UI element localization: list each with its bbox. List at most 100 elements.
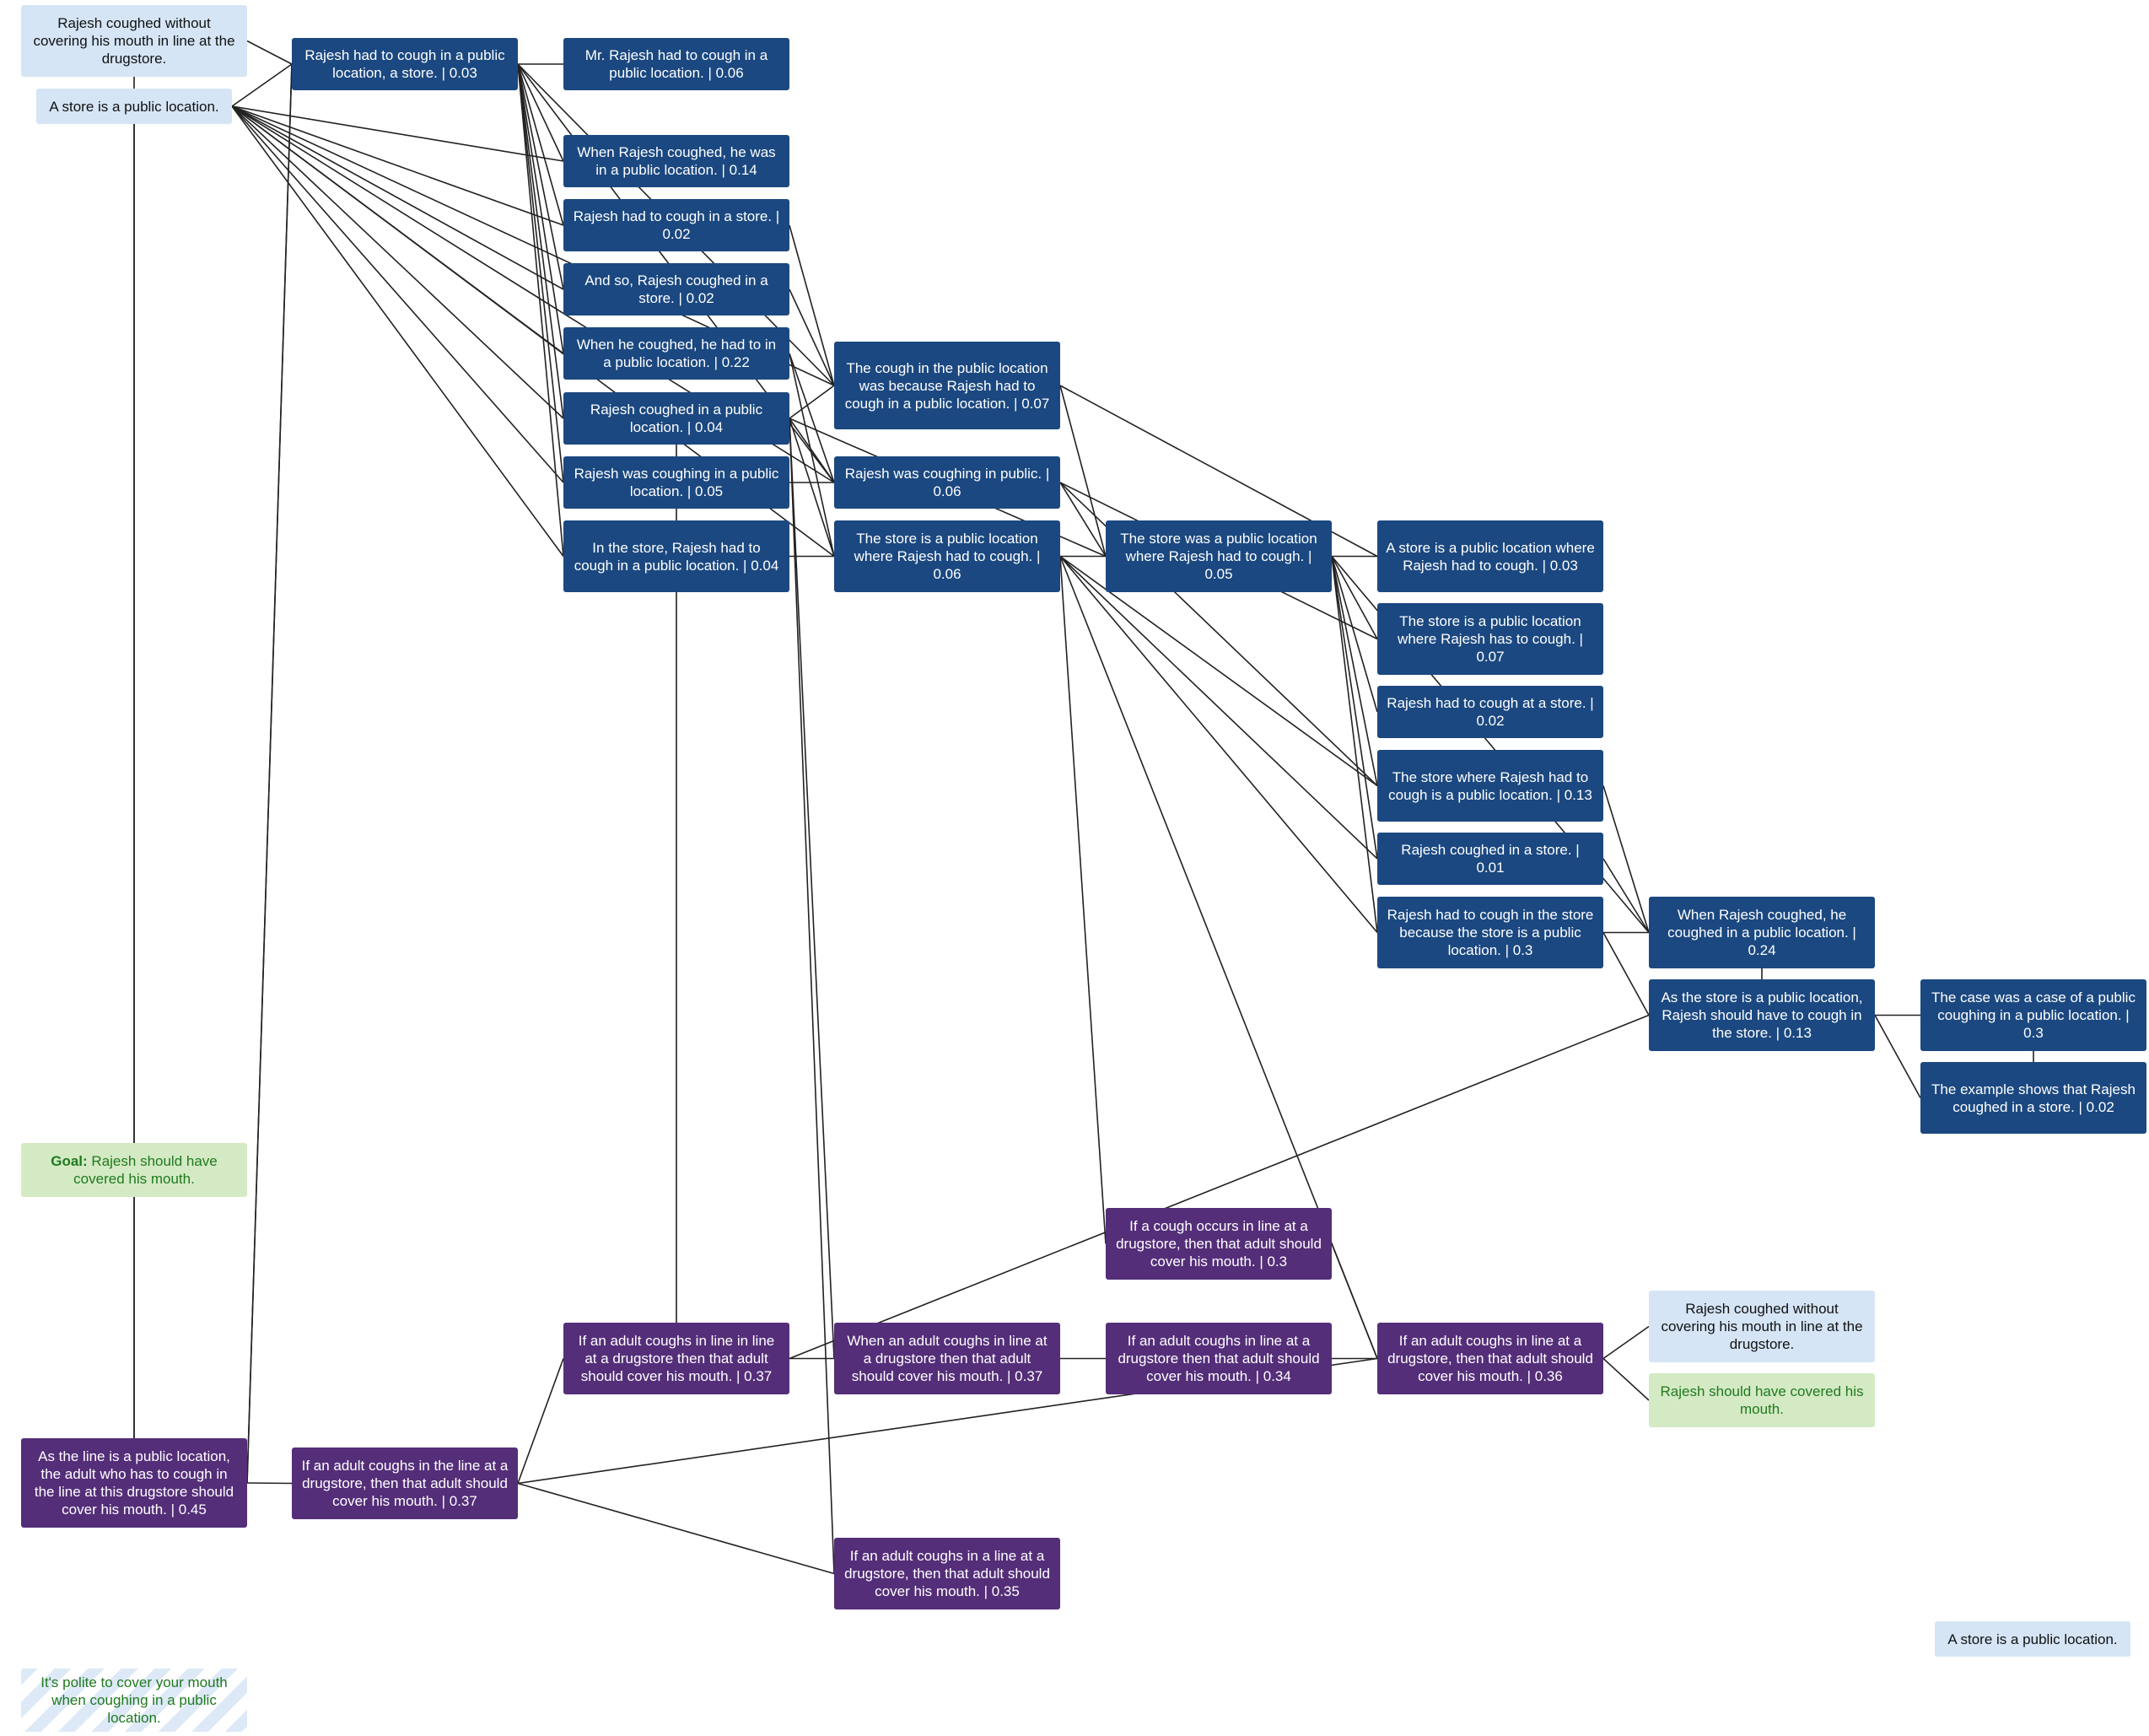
node-text: Rajesh coughed in a public location. | 0…: [590, 402, 763, 435]
edge-n_g-n_k: [789, 418, 835, 483]
edge-n_f-n_l: [789, 353, 835, 557]
node-text: If an adult coughs in line in line at a …: [578, 1333, 775, 1384]
node-text: Rajesh had to cough in a public location…: [304, 47, 505, 81]
rule-node: As the line is a public location, the ad…: [21, 1438, 247, 1528]
inference-node: The case was a case of a public coughing…: [1920, 979, 2146, 1051]
node-text: It's polite to cover your mouth when cou…: [40, 1674, 228, 1726]
edge-n_m-n_p: [1331, 556, 1378, 713]
node-text: If a cough occurs in line at a drugstore…: [1116, 1218, 1322, 1270]
node-text: Rajesh should have covered his mouth.: [1660, 1383, 1864, 1417]
edge-n_m-n_r: [1331, 556, 1378, 860]
node-text: A store is a public location.: [1947, 1631, 2118, 1647]
goal-label: Goal:: [51, 1153, 88, 1169]
edge-n_r-n_t: [1602, 858, 1650, 933]
polite-fact-node: It's polite to cover your mouth when cou…: [21, 1669, 247, 1732]
result-goal: Rajesh should have covered his mouth.: [1649, 1373, 1875, 1427]
node-text: As the line is a public location, the ad…: [34, 1448, 234, 1518]
edge-p_drug-n_a: [246, 40, 293, 65]
rule-node: If an adult coughs in line at a drugstor…: [1106, 1323, 1332, 1394]
node-text: When an adult coughs in line at a drugst…: [847, 1333, 1048, 1384]
result-store-public: A store is a public location.: [1935, 1621, 2130, 1657]
edge-p_store-n_d: [231, 105, 564, 226]
inference-node: When he coughed, he had to in a public l…: [563, 327, 789, 380]
edge-n_m-n_q: [1331, 556, 1378, 786]
edge-p_store-n_h: [231, 105, 564, 483]
node-text: When he coughed, he had to in a public l…: [576, 337, 777, 370]
rule-node: If an adult coughs in a line at a drugst…: [834, 1538, 1060, 1609]
edge-q_f-q_g: [246, 1482, 293, 1485]
node-text: Rajesh had to cough in the store because…: [1387, 907, 1594, 958]
inference-node: The store is a public location where Raj…: [834, 520, 1060, 592]
edge-n_g-q_c: [789, 418, 835, 1359]
node-text: Rajesh coughed in a store. | 0.01: [1401, 842, 1580, 876]
premise-store-public: A store is a public location.: [36, 89, 232, 124]
node-text: Mr. Rajesh had to cough in a public loca…: [584, 47, 768, 81]
node-text: Rajesh had to cough in a store. | 0.02: [573, 208, 780, 242]
edge-n_l-n_s: [1059, 555, 1378, 934]
edge-n_g-n_l: [789, 418, 835, 557]
node-text: If an adult coughs in line at a drugstor…: [1118, 1333, 1320, 1384]
inference-node: When Rajesh coughed, he coughed in a pub…: [1649, 897, 1875, 968]
node-text: If an adult coughs in the line at a drug…: [301, 1458, 509, 1509]
edge-p_store-n_i: [231, 105, 564, 557]
edge-p_store-n_g: [231, 105, 564, 419]
rule-node: If a cough occurs in line at a drugstore…: [1106, 1208, 1332, 1280]
edge-p_store-n_c: [231, 105, 564, 162]
edge-n_k-n_m: [1059, 482, 1107, 557]
inference-node: Rajesh was coughing in a public location…: [563, 456, 789, 509]
node-text: As the store is a public location, Rajes…: [1661, 989, 1863, 1041]
node-text: The store where Rajesh had to cough is a…: [1388, 768, 1592, 803]
edge-q_e-r_goal: [1602, 1357, 1650, 1401]
inference-node: The cough in the public location was bec…: [834, 342, 1060, 429]
edge-n_l-q_a: [1059, 556, 1107, 1244]
node-text: When Rajesh coughed, he was in a public …: [577, 144, 776, 178]
inference-node: And so, Rajesh coughed in a store. | 0.0…: [563, 263, 789, 315]
edge-n_a-n_f: [517, 63, 564, 354]
inference-node: The store was a public location where Ra…: [1106, 520, 1332, 592]
rule-node: If an adult coughs in line at a drugstor…: [1377, 1323, 1603, 1394]
inference-node: Rajesh had to cough at a store. | 0.02: [1377, 686, 1603, 738]
edge-n_u-q_b: [789, 1014, 1650, 1360]
edge-n_f-n_k: [789, 353, 835, 483]
edge-q_g-q_b: [517, 1358, 564, 1484]
inference-node: The example shows that Rajesh coughed in…: [1920, 1062, 2146, 1134]
inference-node: Rajesh was coughing in public. | 0.06: [834, 456, 1060, 509]
node-text: The store is a public location where Raj…: [1398, 613, 1583, 665]
edge-n_a-n_c: [517, 63, 564, 162]
goal-node: Goal: Rajesh should have covered his mou…: [21, 1143, 247, 1197]
edge-n_g-n_j: [789, 385, 835, 419]
rule-node: When an adult coughs in line at a drugst…: [834, 1323, 1060, 1394]
edge-n_g-q_h: [789, 418, 835, 1574]
goal-statement: Rajesh should have covered his mouth.: [73, 1153, 218, 1187]
node-text: A store is a public location.: [49, 98, 219, 115]
inference-node: Rajesh coughed in a public location. | 0…: [563, 392, 789, 445]
inference-node: In the store, Rajesh had to cough in a p…: [563, 520, 789, 592]
rule-node: If an adult coughs in the line at a drug…: [292, 1448, 518, 1519]
edge-n_m-n_s: [1331, 556, 1378, 933]
inference-node: Rajesh had to cough in a store. | 0.02: [563, 199, 789, 251]
inference-node: Mr. Rajesh had to cough in a public loca…: [563, 38, 789, 90]
edge-q_e-r_drug: [1602, 1325, 1650, 1360]
node-text: Rajesh coughed without covering his mout…: [33, 15, 235, 67]
edge-q_g-q_h: [517, 1482, 835, 1575]
edge-n_a-n_i: [517, 63, 564, 557]
edge-q_f-n_a: [246, 63, 293, 1484]
edge-n_a-n_e: [517, 63, 564, 290]
edge-n_e-n_j: [789, 288, 835, 386]
node-text: Rajesh was coughing in public. | 0.06: [844, 466, 1050, 499]
node-text: The cough in the public location was bec…: [844, 359, 1050, 412]
edge-q_a-q_e: [1331, 1243, 1378, 1359]
node-text: When Rajesh coughed, he coughed in a pub…: [1667, 907, 1856, 958]
edge-n_a-n_h: [517, 63, 564, 483]
edge-n_a-n_d: [517, 63, 564, 226]
node-text: Rajesh coughed without covering his mout…: [1661, 1301, 1863, 1352]
edge-n_a-n_g: [517, 63, 564, 419]
inference-node: Rajesh had to cough in the store because…: [1377, 897, 1603, 968]
inference-node: When Rajesh coughed, he was in a public …: [563, 135, 789, 187]
inference-node: As the store is a public location, Rajes…: [1649, 979, 1875, 1051]
rule-node: If an adult coughs in line in line at a …: [563, 1323, 789, 1394]
edge-n_j-n_m: [1059, 385, 1107, 557]
node-text: A store is a public location where Rajes…: [1386, 539, 1595, 574]
goal-text: Goal: Rajesh should have covered his mou…: [30, 1152, 239, 1188]
node-text: The store is a public location where Raj…: [854, 531, 1041, 582]
